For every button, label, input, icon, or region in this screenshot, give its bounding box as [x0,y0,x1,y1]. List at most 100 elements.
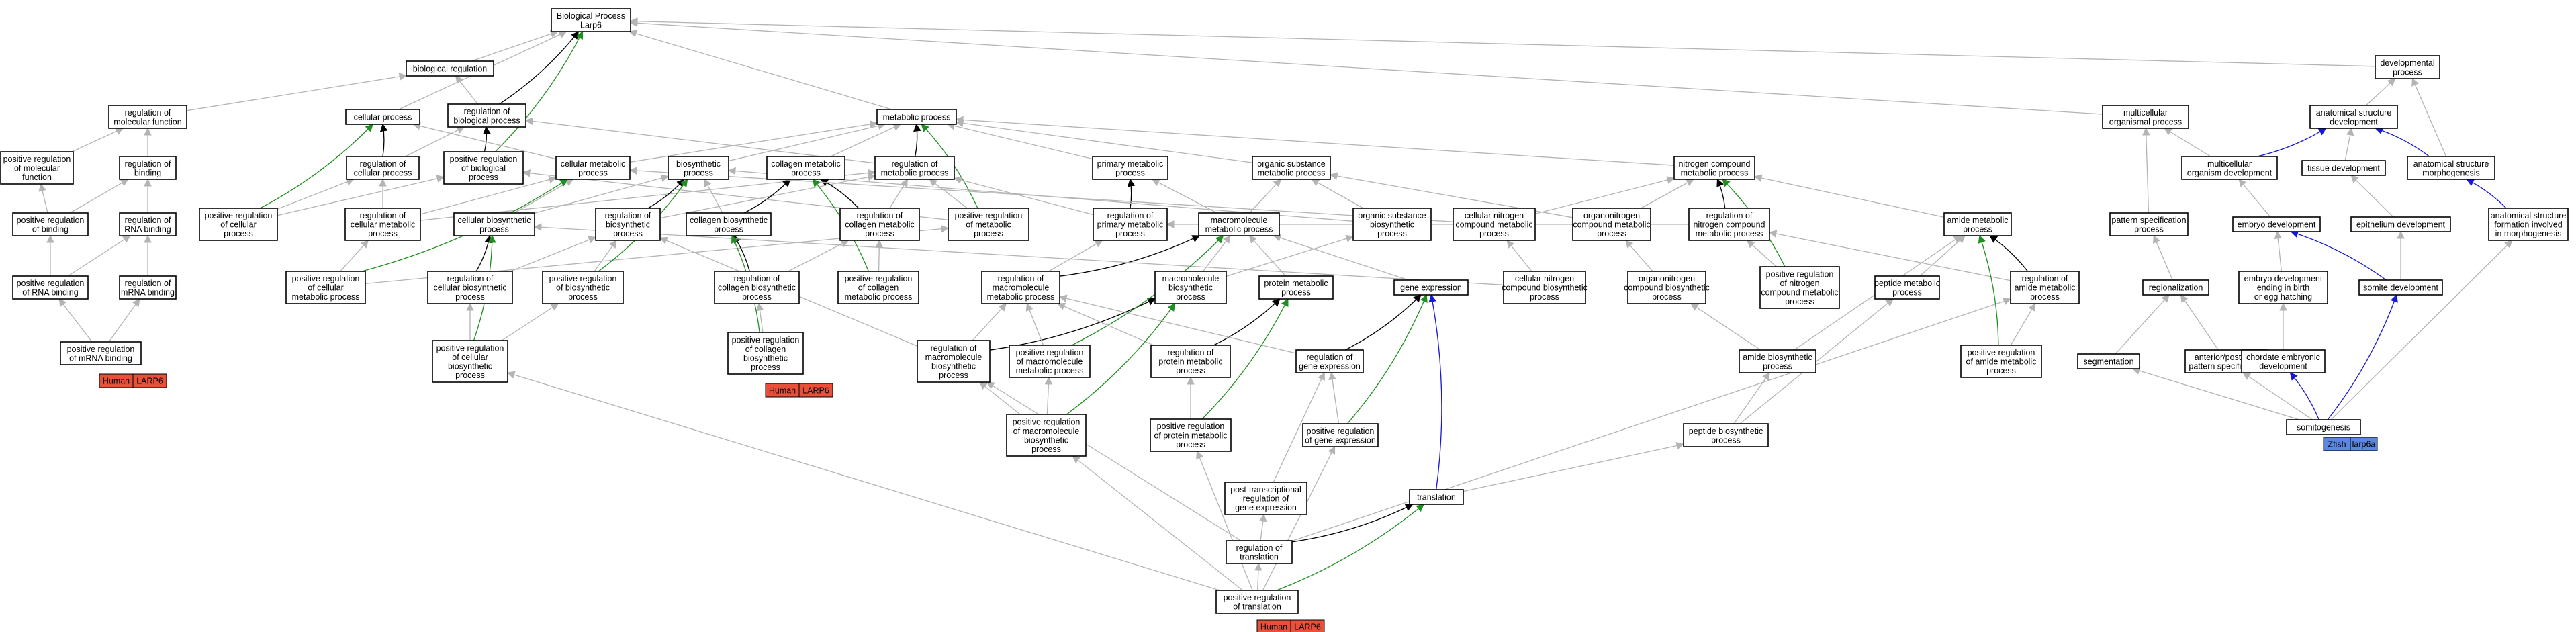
node-label-line: organismal process [2109,117,2182,126]
badge-left-label: Zfish [2328,440,2346,449]
node-label-line: cellular process [354,168,412,177]
node-label-line: primary metabolic [1097,220,1164,230]
node-label-line: compound biosynthetic [1624,283,1710,293]
node-label-line: regulation of [125,159,171,169]
go-term-node-cp[interactable]: cellular process [345,109,420,125]
edge-oncmp-to-ncmp [1641,179,1695,209]
node-box [1252,156,1331,180]
go-term-node-somg[interactable]: somitogenesis [2286,419,2361,435]
node-label-line: process [1377,229,1407,238]
go-term-node-rmacbsp[interactable]: regulation ofmacromoleculebiosyntheticpr… [917,340,991,383]
node-label-line: development [2259,361,2307,371]
go-term-node-transl[interactable]: translation [1409,489,1464,505]
go-term-node-regz[interactable]: regionalization [2142,279,2209,296]
go-term-node-embd[interactable]: embryo development [2232,216,2321,232]
go-term-node-somd[interactable]: somite development [2358,279,2443,296]
go-term-node-epid[interactable]: epithelium development [2350,216,2451,232]
go-term-node-segm[interactable]: segmentation [2077,353,2140,369]
go-term-node-ge[interactable]: gene expression [1393,279,1469,296]
node-box [432,340,508,383]
node-label-line: of cellular [308,283,344,293]
node-label-line: cellular metabolic [561,159,626,169]
go-term-node-breg[interactable]: biological regulation [406,60,494,77]
go-term-node-mp[interactable]: metabolic process [876,109,957,125]
go-term-node-tissd[interactable]: tissue development [2301,160,2386,176]
edge-prmacbsp-to-macbsp [1066,303,1176,415]
